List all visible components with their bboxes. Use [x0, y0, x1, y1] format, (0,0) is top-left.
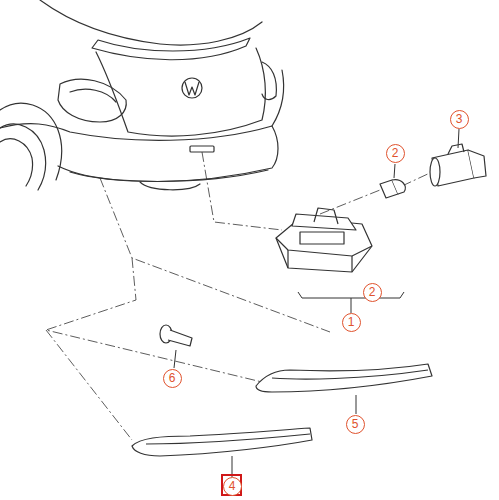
tire — [0, 124, 46, 190]
callout-leader — [356, 395, 357, 414]
emblem-logo — [185, 82, 199, 95]
tail-light-left — [58, 79, 126, 122]
callout-number: 2 — [363, 283, 382, 302]
rear-bumper — [0, 124, 278, 182]
bracket — [298, 292, 404, 298]
leader-line — [402, 172, 432, 186]
wheel-arch — [0, 103, 62, 180]
tail-light-detail — [70, 89, 116, 102]
callout-number: 1 — [342, 313, 361, 332]
callout-leader — [351, 298, 352, 313]
bulb-glass — [392, 180, 405, 194]
trim-strip-edge — [146, 434, 310, 444]
leader-line — [46, 330, 132, 440]
tailgate — [96, 48, 265, 136]
bumper-bottom — [140, 182, 200, 190]
callout-leader — [394, 164, 395, 178]
trim-strip-edge — [272, 370, 428, 379]
callout-number: 5 — [346, 415, 365, 434]
callout-number: 3 — [450, 110, 469, 129]
lamp-lens — [300, 232, 344, 244]
socket-plug — [468, 150, 486, 178]
callout-number: 2 — [386, 144, 405, 163]
leader-line — [202, 152, 282, 230]
highlight-box — [222, 475, 241, 495]
callout-leader — [174, 350, 176, 368]
rear-spoiler — [92, 38, 250, 60]
bumper-lower-edge — [70, 170, 268, 182]
trim-strip-right — [256, 364, 432, 392]
lamp-socket-seat — [292, 214, 356, 230]
lamp-clip — [314, 208, 338, 224]
body-side — [272, 70, 284, 126]
socket-latch — [448, 144, 464, 154]
tail-light-right — [262, 62, 276, 100]
callout-number: 4 — [223, 477, 242, 496]
socket-face — [430, 158, 440, 186]
plate-lamp-location — [190, 146, 214, 152]
roof-line — [40, 0, 262, 45]
callout-number: 6 — [163, 369, 182, 388]
wheel — [0, 139, 33, 186]
emblem — [182, 78, 202, 98]
callout-leader — [232, 456, 233, 477]
trim-strip-left — [132, 428, 312, 456]
callout-leader — [458, 129, 459, 148]
leader-line — [320, 190, 380, 214]
lamp-housing-edge — [288, 250, 352, 272]
lamp-housing-edge — [276, 238, 372, 256]
screw-shank — [168, 330, 192, 346]
leader-line — [46, 258, 262, 382]
